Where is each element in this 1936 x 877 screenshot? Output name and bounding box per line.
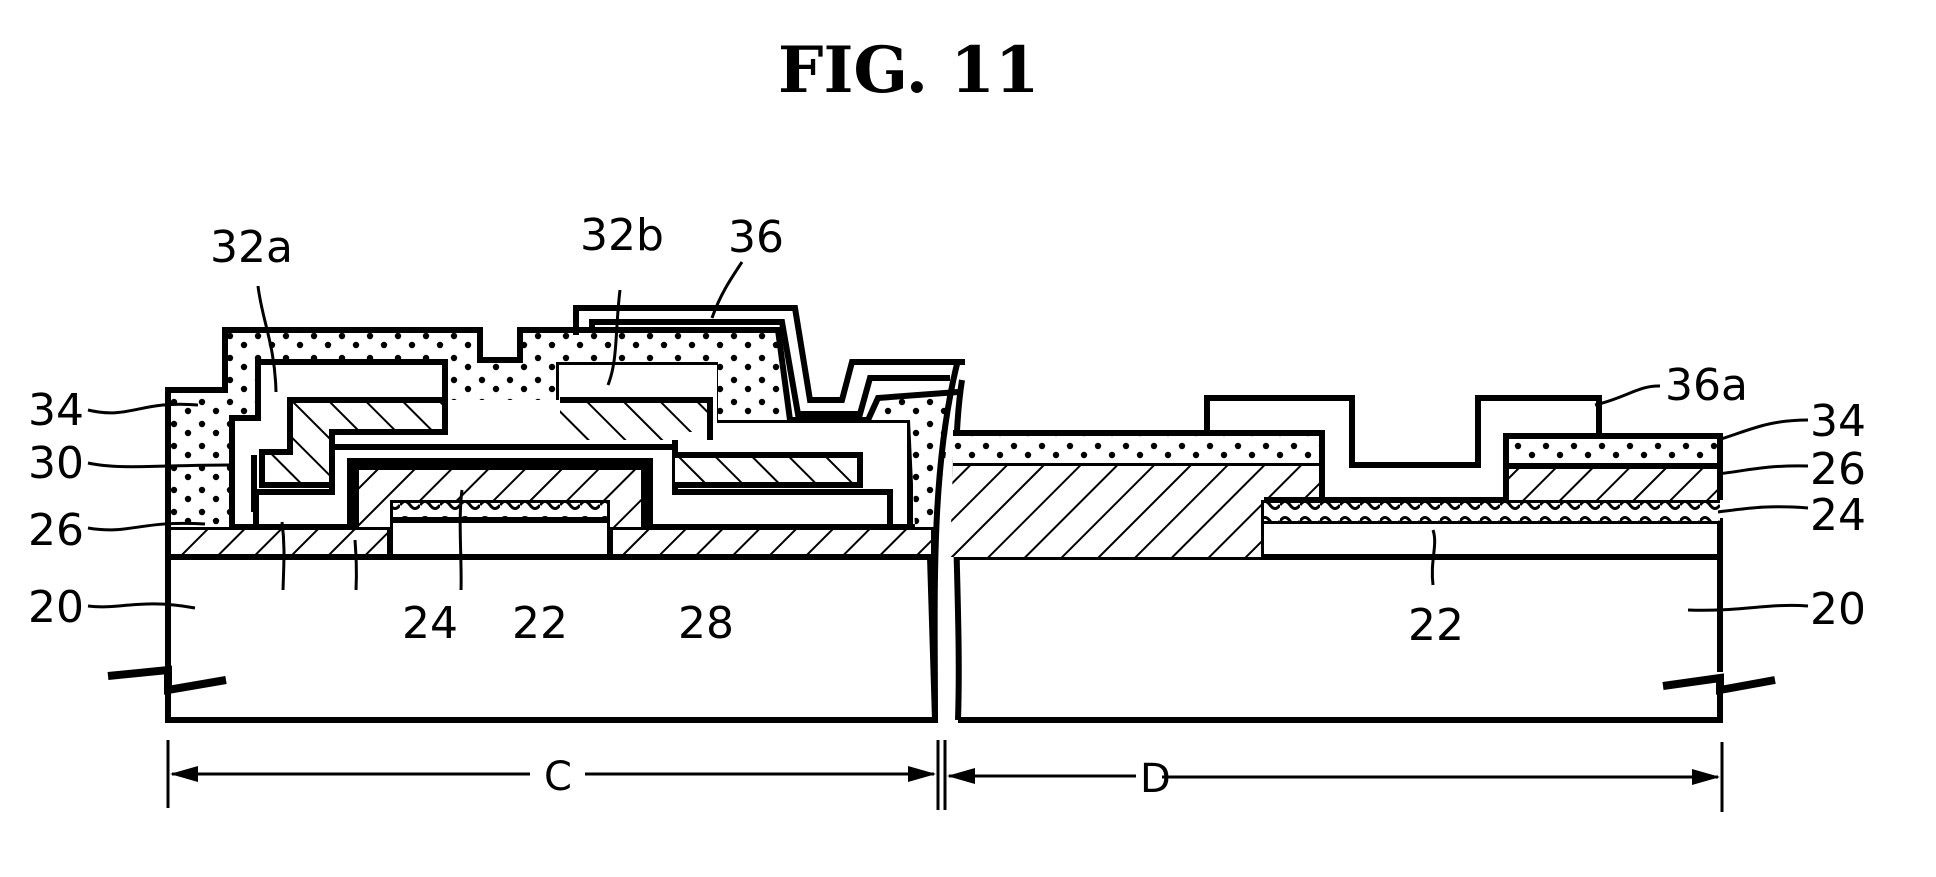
gate-line-22 — [1264, 521, 1720, 557]
dimension-c: C — [166, 740, 940, 810]
label-26-left: 26 — [28, 505, 84, 556]
leader-lines — [87, 261, 1809, 612]
label-28: 28 — [678, 598, 734, 649]
label-22-right: 22 — [1408, 600, 1464, 651]
arrow-left-d — [947, 768, 975, 784]
arrow-right-d — [1692, 769, 1720, 785]
layer-28-hatched — [356, 467, 644, 527]
region-d-cross-section — [950, 395, 1776, 723]
label-32a: 32a — [210, 222, 293, 273]
arrow-right-c — [908, 766, 936, 782]
layer-30-right-contact — [560, 400, 860, 485]
pixel-electrode-36 — [573, 305, 965, 403]
label-20-right: 20 — [1810, 584, 1866, 635]
label-24-right: 24 — [1810, 490, 1866, 541]
label-34-left: 34 — [28, 385, 84, 436]
dimension-d: D — [943, 740, 1724, 812]
break-mark-right — [1662, 673, 1776, 695]
substrate-20-right — [958, 554, 1723, 723]
gate-electrode-22 — [390, 518, 610, 557]
layer-34-right-stack — [1506, 436, 1720, 466]
arrow-left-c — [170, 766, 198, 782]
region-label-c: C — [544, 754, 572, 800]
source-drain-layer — [253, 444, 893, 527]
layer-26-pad-block — [950, 463, 1322, 557]
label-36: 36 — [728, 212, 784, 263]
label-24-mid: 24 — [402, 598, 458, 649]
label-26-right: 26 — [1810, 444, 1866, 495]
pad-electrode-36a — [1204, 395, 1602, 468]
label-36a: 36a — [1665, 360, 1748, 411]
break-line — [931, 359, 961, 721]
label-30: 30 — [28, 438, 84, 489]
label-20-left: 20 — [28, 582, 84, 633]
figure-title: FIG. 11 — [778, 33, 1039, 108]
semiconductor-24-pad — [1264, 500, 1720, 521]
semiconductor-layer-24 — [390, 500, 610, 520]
break-mark-left — [107, 665, 227, 695]
layer-30-left-contact — [262, 400, 445, 485]
label-34-right: 34 — [1810, 396, 1866, 447]
layer-34-pad-left — [953, 433, 1322, 463]
layer-26-right-stack — [1506, 466, 1720, 500]
region-c-cross-section — [107, 305, 965, 723]
label-32b: 32b — [580, 210, 664, 261]
label-22-mid: 22 — [512, 598, 568, 649]
region-label-d: D — [1140, 756, 1171, 802]
passivation-34-mid — [868, 392, 955, 527]
